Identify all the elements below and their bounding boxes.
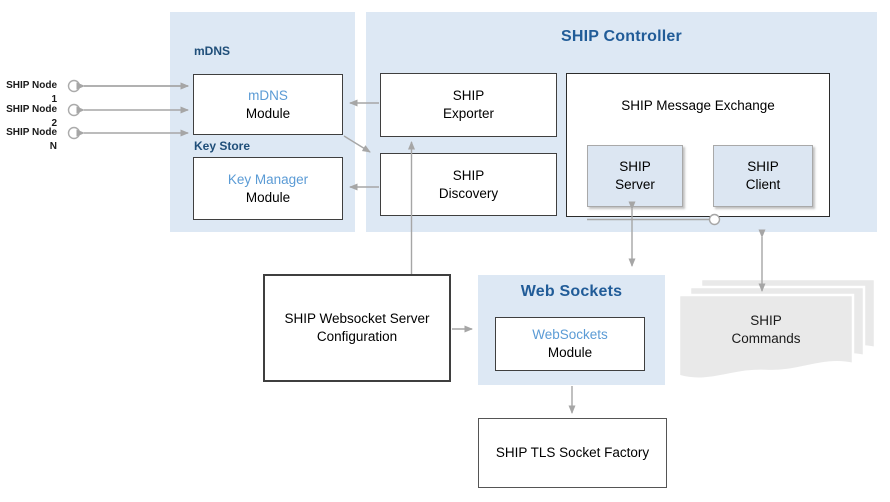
key-manager-subtitle: Module <box>245 189 291 205</box>
ship-exporter-line1: SHIP <box>452 88 485 104</box>
mdns-group-label: mDNS <box>194 44 231 58</box>
ship-server-line2: Server <box>615 177 655 192</box>
key-manager-module-box: Key Manager Module <box>193 157 343 220</box>
ship-commands-document-stack <box>677 277 877 380</box>
websockets-module-title: WebSockets <box>532 327 608 343</box>
ship-client-line2: Client <box>745 177 781 192</box>
ship-tls-socket-factory-label: SHIP TLS Socket Factory <box>495 445 650 461</box>
node1-port-circle <box>67 79 81 93</box>
websocket-server-config-box: SHIP Websocket Server Configuration <box>263 274 451 382</box>
noden-port-circle <box>67 126 81 140</box>
ship-client-box: SHIP Client <box>713 145 813 207</box>
ship-node-2-label: SHIP Node 2 <box>6 104 57 129</box>
websocket-server-config-line2: Configuration <box>316 329 398 344</box>
websocket-server-config-line1: SHIP Websocket Server <box>284 311 430 327</box>
mdns-module-box: mDNS Module <box>193 74 343 135</box>
ship-controller-title: SHIP Controller <box>561 28 682 45</box>
ship-discovery-line2: Discovery <box>438 185 499 201</box>
ship-discovery-line1: SHIP <box>452 167 485 183</box>
web-sockets-title: Web Sockets <box>520 283 623 300</box>
ship-commands-label: SHIP Commands <box>679 312 853 348</box>
ship-message-exchange-title: SHIP Message Exchange <box>621 98 775 113</box>
mdns-module-title: mDNS <box>248 87 288 103</box>
ship-discovery-box: SHIP Discovery <box>380 153 557 216</box>
node2-port-circle <box>67 103 81 117</box>
ship-client-line1: SHIP <box>747 159 779 175</box>
websockets-module-subtitle: Module <box>547 345 593 360</box>
websockets-module-box: WebSockets Module <box>495 317 645 371</box>
ship-commands-line2: Commands <box>731 331 801 347</box>
ship-commands-line1: SHIP <box>750 313 782 328</box>
ship-tls-socket-factory-box: SHIP TLS Socket Factory <box>478 418 667 488</box>
mdns-module-subtitle: Module <box>245 105 291 121</box>
ship-message-exchange-box: SHIP Message Exchange SHIP Server SHIP C… <box>566 73 830 217</box>
ship-node-1-label: SHIP Node 1 <box>6 80 57 105</box>
ship-exporter-line2: Exporter <box>442 106 495 121</box>
ship-node-n-label: SHIP Node N <box>6 127 57 152</box>
keystore-group-label: Key Store <box>194 139 251 153</box>
key-manager-title: Key Manager <box>227 171 309 187</box>
ship-exporter-box: SHIP Exporter <box>380 73 557 137</box>
ship-server-line1: SHIP <box>619 159 651 175</box>
ship-server-box: SHIP Server <box>587 145 683 207</box>
document-page-front <box>677 293 855 380</box>
